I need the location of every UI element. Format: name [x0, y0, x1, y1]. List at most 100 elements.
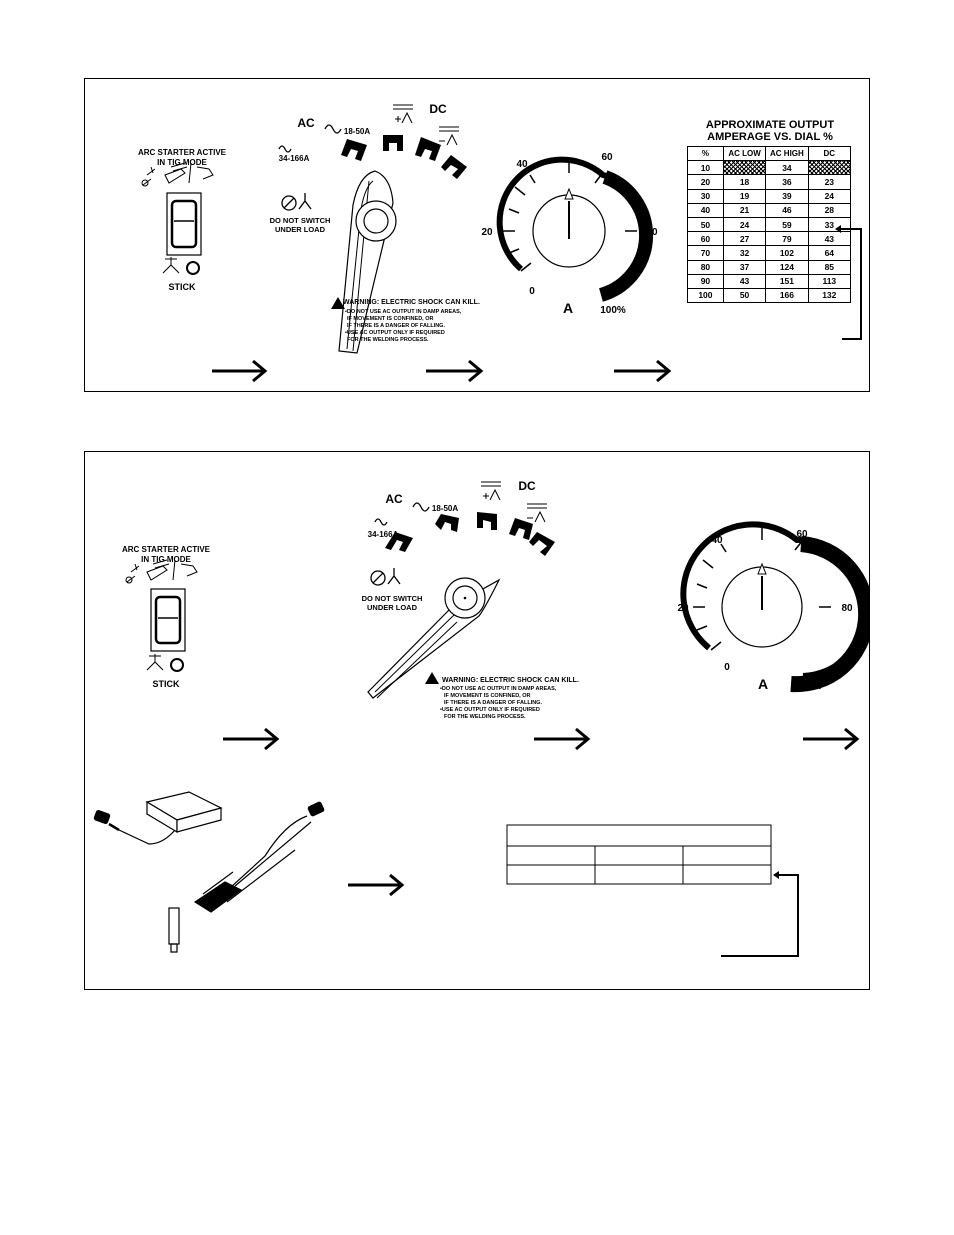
- dial-arc-thick: [790, 536, 869, 693]
- dial-knob[interactable]: [721, 562, 803, 648]
- tig-torch-icon: [125, 559, 198, 584]
- bottom-panel: ARC STARTER ACTIVE IN TIG MODE STICK AC …: [84, 451, 870, 990]
- table-cell: 124: [765, 259, 809, 275]
- header-ac-high: AC HIGH: [765, 145, 809, 162]
- table-row: 80 37 124 85: [687, 259, 852, 275]
- table-cell: 100: [687, 287, 724, 304]
- table-cell: 166: [765, 287, 809, 304]
- stick-electrode-icon: [162, 257, 200, 275]
- table-pointer-line: [721, 874, 799, 957]
- arrow-right-icon: [223, 727, 280, 751]
- table-cell: 18: [722, 174, 767, 190]
- warning-line-3: IF THERE IS A DANGER OF FALLING.: [444, 700, 542, 706]
- table-cell: 36: [765, 174, 809, 190]
- table-row: 100 50 166 132: [687, 287, 852, 304]
- table-row: 60 27 79 43: [687, 231, 852, 247]
- selector-dc-label: DC: [518, 479, 536, 493]
- arrow-right-icon: [348, 873, 405, 897]
- selector-dc-label: DC: [429, 102, 447, 116]
- dial-tick-20: 20: [677, 603, 689, 614]
- header-dc: DC: [807, 145, 852, 162]
- warning-line-5: FOR THE WELDING PROCESS.: [347, 337, 429, 343]
- selector-knob[interactable]: [367, 577, 501, 699]
- warning-line-1: •DO NOT USE AC OUTPUT IN DAMP AREAS,: [345, 309, 462, 315]
- table-cell: 19: [722, 188, 767, 204]
- selector-knob[interactable]: [338, 170, 397, 354]
- table-cell: 46: [765, 202, 809, 218]
- dc-plus-symbol-icon: [481, 481, 501, 501]
- ac-sine-icon: [374, 502, 430, 526]
- table-row: 50 24 59 33: [687, 216, 852, 233]
- dial-tick-20: 20: [481, 227, 493, 238]
- table-title-line2: AMPERAGE VS. DIAL %: [707, 131, 833, 143]
- table-cell-na: [722, 160, 767, 176]
- connector-icon: [93, 801, 325, 825]
- range-low-label: 18-50A: [344, 127, 370, 136]
- table-cell: 39: [765, 188, 809, 204]
- arrow-right-icon: [803, 727, 860, 751]
- dc-minus-symbol-icon: [527, 503, 547, 523]
- table-cell: 40: [687, 202, 724, 218]
- dial-tick-80: 80: [646, 227, 658, 238]
- foot-pedal-icon: [108, 791, 223, 845]
- table-cell: 23: [807, 174, 852, 190]
- top-panel: ARC STARTER ACTIVE IN TIG MODE STICK AC …: [84, 78, 870, 392]
- table-cell: 10: [687, 160, 724, 176]
- warning-triangle-icon: [425, 672, 439, 684]
- table-cell: 113: [807, 273, 852, 289]
- selector-ac-label: AC: [297, 116, 315, 130]
- switch-stick-label: STICK: [169, 282, 197, 292]
- dial-tick-40: 40: [516, 159, 528, 170]
- table-cell: 28: [807, 202, 852, 218]
- rocker-switch[interactable]: [170, 199, 198, 249]
- table-cell: 70: [687, 245, 724, 261]
- dial-knob[interactable]: [532, 187, 606, 268]
- table-cell: 37: [722, 259, 767, 275]
- table-row: 30 19 39 24: [687, 188, 852, 204]
- table-cell: 60: [687, 231, 724, 247]
- table-cell: 24: [722, 216, 767, 233]
- table-cell: 32: [722, 245, 767, 261]
- dc-minus-symbol-icon: [439, 126, 459, 146]
- table-cell: 102: [765, 245, 809, 261]
- selector-ac-label: AC: [385, 492, 403, 506]
- caution-line1: DO NOT SWITCH: [270, 216, 331, 225]
- arrow-right-icon: [534, 727, 591, 751]
- warning-line-1: •DO NOT USE AC OUTPUT IN DAMP AREAS,: [440, 686, 557, 692]
- caution-line1: DO NOT SWITCH: [362, 594, 423, 603]
- table-row: 20 18 36 23: [687, 174, 852, 190]
- table-title: APPROXIMATE OUTPUT AMPERAGE VS. DIAL %: [689, 119, 851, 143]
- dial-tick-60: 60: [601, 152, 613, 163]
- arrow-right-icon: [426, 359, 484, 383]
- dial-max-label: 100%: [600, 305, 626, 316]
- dial-tick-0: 0: [529, 286, 535, 297]
- dc-plus-symbol-icon: [393, 104, 413, 124]
- dial-tick-marks: [503, 161, 637, 272]
- selector-position-marks: [385, 512, 555, 556]
- caution-line2: UNDER LOAD: [367, 603, 418, 612]
- dial-arc-thick: [598, 170, 654, 302]
- range-high-label: 34-166A: [279, 154, 310, 163]
- table-cell: 27: [722, 231, 767, 247]
- warning-line-3: IF THERE IS A DANGER OF FALLING.: [347, 323, 445, 329]
- table-cell: 30: [687, 188, 724, 204]
- table-row: 10 34: [687, 160, 852, 176]
- no-switch-icon: [370, 568, 401, 586]
- table-cell: 21: [722, 202, 767, 218]
- bottom-panel-drawing: ARC STARTER ACTIVE IN TIG MODE STICK AC …: [93, 479, 869, 957]
- table-title-line1: APPROXIMATE OUTPUT: [705, 119, 835, 131]
- switch-title-line1: ARC STARTER ACTIVE: [138, 148, 227, 157]
- table-cell: 43: [807, 231, 852, 247]
- rocker-switch[interactable]: [154, 595, 182, 645]
- warning-line-2: IF MOVEMENT IS CONFINED, OR: [347, 316, 434, 322]
- table-cell: 80: [687, 259, 724, 275]
- no-switch-icon: [281, 193, 312, 211]
- ac-sine-icon: [278, 124, 342, 153]
- table-cell: 85: [807, 259, 852, 275]
- table-cell: 59: [765, 216, 809, 233]
- switch-title-line1: ARC STARTER ACTIVE: [122, 545, 211, 554]
- table-cell: 43: [722, 273, 767, 289]
- arrow-right-icon: [212, 359, 268, 383]
- table-row: 70 32 102 64: [687, 245, 852, 261]
- warning-line-2: IF MOVEMENT IS CONFINED, OR: [444, 693, 531, 699]
